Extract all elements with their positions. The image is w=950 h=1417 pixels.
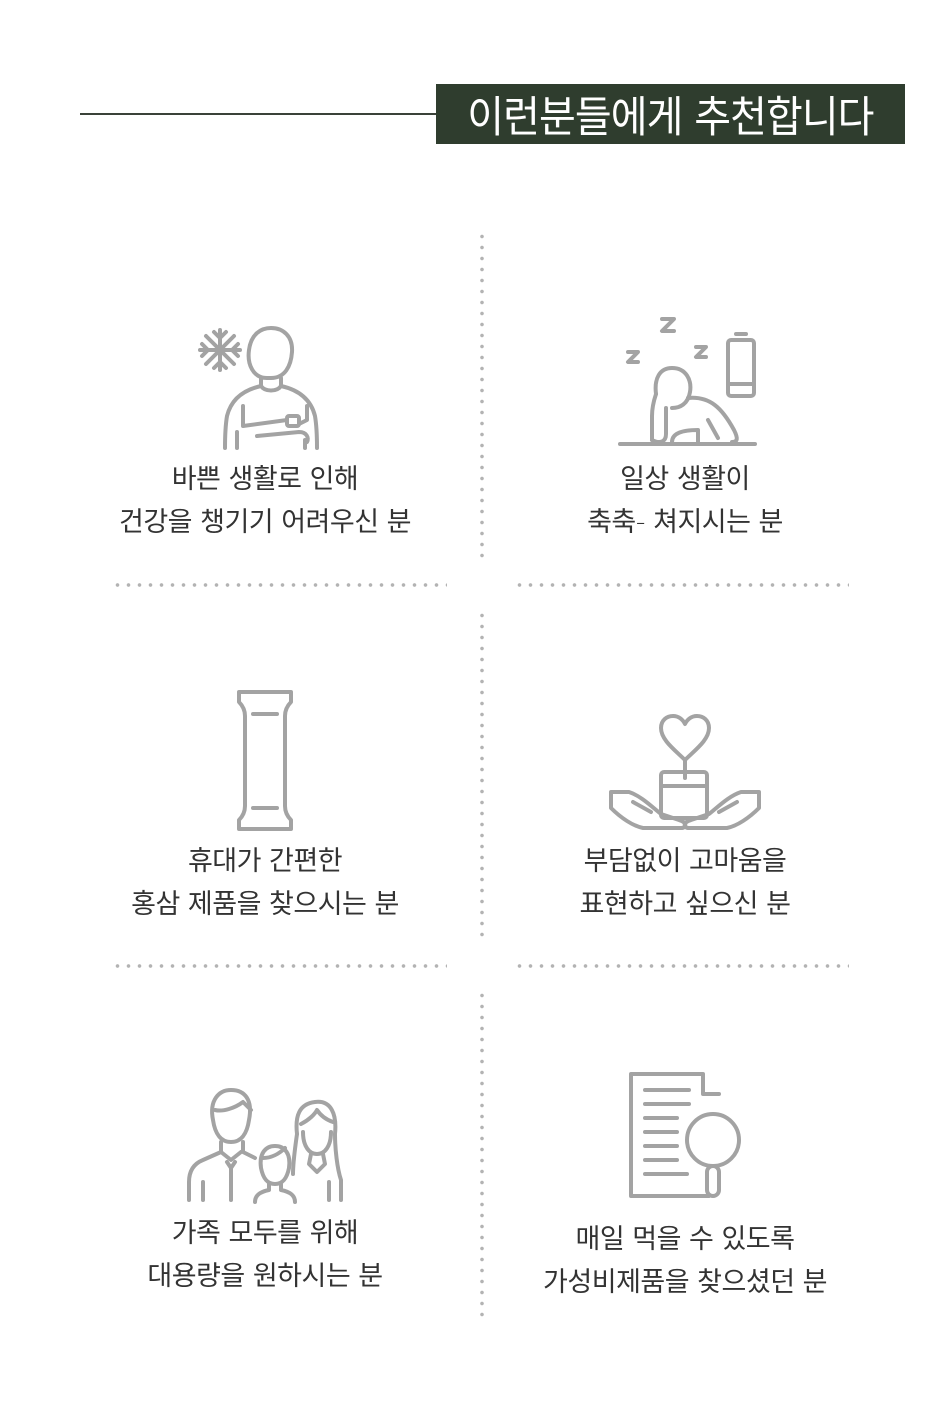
recommendation-card-portable: 휴대가 간편한 홍삼 제품을 찾으시는 분 <box>30 680 500 940</box>
horizontal-divider-right-1 <box>514 583 849 587</box>
horizontal-divider-left-2 <box>112 964 447 968</box>
vertical-divider-row3 <box>480 990 484 1323</box>
recommendation-card-tired: 일상 생활이 축축- 쳐지시는 분 <box>450 300 920 560</box>
horizontal-divider-left-1 <box>112 583 447 587</box>
document-magnifier-icon <box>450 1070 920 1200</box>
tired-sleeping-person-low-battery-icon <box>450 312 920 447</box>
stick-pouch-icon <box>30 688 500 833</box>
recommendation-caption: 매일 먹을 수 있도록 가성비제품을 찾으셨던 분 <box>543 1224 827 1298</box>
recommendation-caption: 바쁜 생활로 인해 건강을 챙기기 어려우신 분 <box>119 464 412 538</box>
recommendation-card-gift: 부담없이 고마움을 표현하고 싶으신 분 <box>450 680 920 940</box>
recommendation-caption: 휴대가 간편한 홍삼 제품을 찾으시는 분 <box>131 846 399 920</box>
section-title-banner: 이런분들에게 추천합니다 <box>436 84 905 144</box>
section-title: 이런분들에게 추천합니다 <box>467 93 874 143</box>
recommendation-card-value: 매일 먹을 수 있도록 가성비제품을 찾으셨던 분 <box>450 1060 920 1320</box>
recommendation-caption: 일상 생활이 축축- 쳐지시는 분 <box>587 464 783 538</box>
recommendation-caption: 가족 모두를 위해 대용량을 원하시는 분 <box>147 1218 383 1292</box>
recommendation-caption: 부담없이 고마움을 표현하고 싶으신 분 <box>579 846 791 920</box>
hands-gift-heart-icon <box>450 714 920 831</box>
vertical-divider-row1 <box>480 231 484 564</box>
recommendation-card-busy: 바쁜 생활로 인해 건강을 챙기기 어려우신 분 <box>30 300 500 560</box>
vertical-divider-row2 <box>480 610 484 943</box>
horizontal-divider-right-2 <box>514 964 849 968</box>
recommendation-card-family: 가족 모두를 위해 대용량을 원하시는 분 <box>30 1060 500 1320</box>
cold-person-arms-crossed-icon <box>30 320 500 450</box>
header-rule <box>80 113 440 115</box>
family-icon <box>30 1086 500 1204</box>
